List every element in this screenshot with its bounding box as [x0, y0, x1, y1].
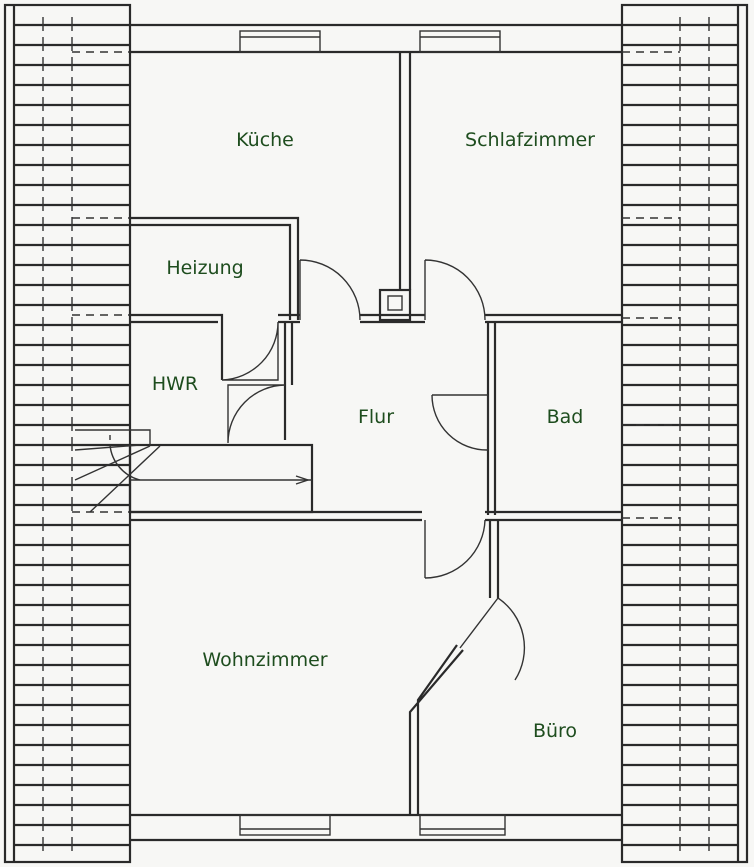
roof-strip-left	[3, 3, 132, 864]
staircase	[74, 429, 314, 514]
room-label-hwr: HWR	[151, 373, 199, 395]
room-label-schlafzimmer: Schlafzimmer	[465, 129, 595, 151]
room-label-kueche: Küche	[236, 129, 294, 151]
dormer-dashes	[72, 51, 680, 519]
room-label-wohnzimmer: Wohnzimmer	[202, 649, 328, 671]
interior-walls	[130, 52, 622, 815]
windows	[239, 30, 506, 836]
exterior-walls	[130, 23, 622, 842]
doors	[221, 259, 526, 681]
room-label-buero: Büro	[532, 720, 578, 742]
roof-tiles	[14, 17, 738, 851]
room-label-heizung: Heizung	[166, 257, 244, 279]
room-label-flur: Flur	[357, 406, 395, 428]
roof-strip-right	[620, 3, 749, 864]
room-label-bad: Bad	[546, 406, 584, 428]
